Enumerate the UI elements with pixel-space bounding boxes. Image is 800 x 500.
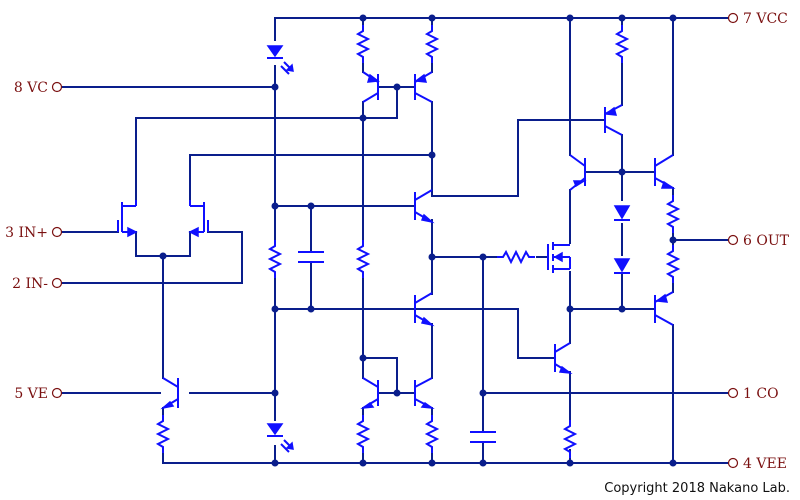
resistor-icon — [157, 414, 169, 454]
components — [117, 24, 679, 459]
pnp-transistor-icon — [569, 154, 587, 191]
pin-terminals — [51, 12, 739, 469]
pin-vcc-terminal — [727, 12, 739, 24]
npn-transistor-icon — [360, 377, 379, 410]
resistor-icon — [357, 414, 369, 454]
led-bottom-icon — [266, 423, 294, 453]
npn-transistor-icon — [414, 377, 435, 410]
pin-vee-terminal — [727, 457, 739, 469]
nfet-icon — [117, 200, 138, 238]
resistor-icon — [667, 194, 679, 234]
npn-transistor-icon — [654, 154, 676, 189]
pnp-transistor-icon — [604, 104, 623, 136]
pin-vc-terminal — [51, 81, 63, 93]
pnp-transistor-icon — [362, 71, 380, 103]
pin-in-minus-terminal — [51, 277, 63, 289]
nfet-icon — [188, 200, 209, 238]
npn-transistor-icon — [414, 292, 435, 327]
pin-label-co: 1 CO — [743, 386, 779, 402]
pnp-transistor-icon — [654, 291, 674, 326]
pin-label-vcc: 7 VCC — [743, 11, 788, 27]
pin-label-in-minus: 2 IN- — [12, 276, 48, 292]
resistor-icon — [357, 239, 369, 279]
resistor-icon — [564, 419, 576, 459]
npn-transistor-icon — [160, 377, 179, 410]
pin-out-terminal — [727, 234, 739, 246]
capacitor-icon — [470, 431, 496, 443]
pin-in-plus-terminal — [51, 226, 63, 238]
resistor-icon — [667, 244, 679, 284]
wires — [61, 17, 729, 464]
pin-labels: 8 VC 3 IN+ 2 IN- 5 VE 7 VCC 6 OUT 1 CO 4… — [5, 11, 790, 472]
pin-label-ve: 5 VE — [14, 386, 48, 402]
capacitor-icon — [298, 251, 324, 263]
resistor-icon — [357, 24, 369, 64]
pin-label-vee: 4 VEE — [743, 456, 787, 472]
pin-label-vc: 8 VC — [14, 80, 48, 96]
led-top-icon — [266, 45, 294, 75]
copyright-notice: Copyright 2018 Nakano Lab. — [604, 481, 790, 496]
resistor-icon — [616, 24, 628, 64]
resistor-icon — [426, 414, 438, 454]
diode-icon — [613, 205, 631, 221]
diode-icon — [613, 258, 631, 274]
npn-transistor-icon — [414, 189, 435, 224]
resistor-icon — [426, 24, 438, 64]
junction-dots — [159, 14, 677, 467]
npn-transistor-icon — [554, 342, 573, 375]
pnp-transistor-icon — [414, 71, 433, 103]
mosfet-icon — [547, 242, 571, 273]
pin-ve-terminal — [51, 387, 63, 399]
resistor-icon — [269, 239, 281, 279]
pin-label-in-plus: 3 IN+ — [5, 225, 48, 241]
resistor-icon — [496, 251, 536, 263]
pin-label-out: 6 OUT — [743, 233, 790, 249]
pin-co-terminal — [727, 387, 739, 399]
